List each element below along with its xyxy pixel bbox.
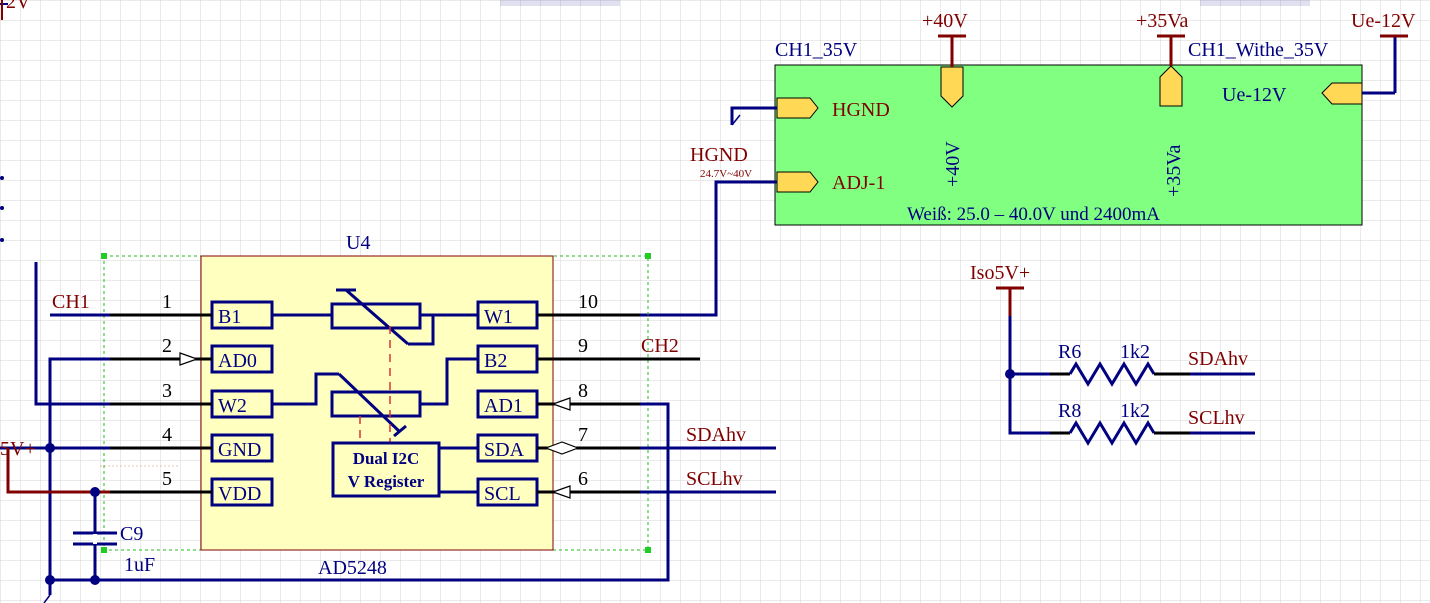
power-port-iso5v[interactable] <box>996 286 1024 316</box>
right-pins <box>476 300 539 507</box>
net-iso5v-label: Iso5V+ <box>970 262 1030 284</box>
chip-designator: U4 <box>346 232 370 254</box>
resistor-r8[interactable] <box>1050 420 1255 446</box>
resistor-r6-value: 1k2 <box>1120 341 1150 363</box>
pin-gnd-label: GND <box>218 439 261 461</box>
pin-number-7: 7 <box>578 424 588 446</box>
power-port-ue-12v[interactable] <box>1362 34 1408 95</box>
junction-dot <box>90 487 100 497</box>
resistor-r8-net: SCLhv <box>1188 407 1245 429</box>
module-vertical-35va: +35Va <box>1163 144 1185 197</box>
port-adj-1-label: ADJ-1 <box>832 172 885 194</box>
capacitor-c9[interactable] <box>73 531 117 546</box>
pin-w2-label: W2 <box>218 395 247 417</box>
pin-b2-label: B2 <box>484 350 507 372</box>
port-hgnd[interactable] <box>776 97 819 119</box>
module-vertical-40v: +40V <box>942 141 964 187</box>
port-35va[interactable] <box>1159 65 1183 107</box>
net-range-label: 24.7V~40V <box>700 168 752 180</box>
chip-part-name: AD5248 <box>318 557 387 579</box>
net-ch1-label: CH1 <box>52 291 90 313</box>
wire-iso5v <box>1008 316 1050 435</box>
pin-ad0-input-arrow <box>179 352 199 366</box>
junction-dot <box>1005 369 1015 379</box>
resistor-r8-value: 1k2 <box>1120 400 1150 422</box>
capacitor-designator: C9 <box>120 523 143 545</box>
faded-title-artifact <box>500 0 1310 6</box>
wire-5v <box>6 448 110 494</box>
pin-scl-input-arrow <box>551 485 571 499</box>
pin-vdd-label: VDD <box>218 483 261 505</box>
power-port-35va-label: +35Va <box>1136 10 1189 32</box>
resistor-r8-designator: R8 <box>1058 400 1081 422</box>
capacitor-value: 1uF <box>124 554 155 576</box>
pin-number-10: 10 <box>578 291 598 313</box>
pin-w1-label: W1 <box>484 306 513 328</box>
pin-scl-label: SCL <box>484 483 521 505</box>
pin-number-3: 3 <box>162 380 172 402</box>
power-module-block[interactable] <box>774 64 1363 226</box>
pin-ad1[interactable] <box>476 389 539 419</box>
resistor-r6-designator: R6 <box>1058 341 1081 363</box>
potentiometer-2 <box>272 357 478 438</box>
net-sclhv-label: SCLhv <box>686 468 743 490</box>
junction-dot <box>45 443 55 453</box>
power-port-40v[interactable] <box>938 34 966 67</box>
pin-ad1-label: AD1 <box>484 395 523 417</box>
pin-number-2: 2 <box>162 335 172 357</box>
module-title-left: CH1_35V <box>775 39 858 61</box>
pin-ad1-input-arrow <box>551 397 571 411</box>
port-40v[interactable] <box>940 66 964 108</box>
pin-number-5: 5 <box>162 468 172 490</box>
fragment-5v-label: 5V+ <box>0 438 36 460</box>
net-ch2-label: CH2 <box>641 335 679 357</box>
wire-w2 <box>34 262 110 406</box>
pin-b2[interactable] <box>476 344 539 374</box>
junction-dot <box>45 575 55 585</box>
junction-dot <box>90 575 100 585</box>
pin-number-1: 1 <box>162 291 172 313</box>
pin-number-4: 4 <box>162 424 172 446</box>
net-hgnd-label: HGND <box>690 144 748 166</box>
port-hgnd-label: HGND <box>832 99 890 121</box>
pin-ad0-label: AD0 <box>218 350 257 372</box>
potentiometer-1 <box>272 288 478 346</box>
power-port-ue-12v-label: Ue-12V <box>1351 10 1416 32</box>
module-description: Weiß: 25.0 – 40.0V und 2400mA <box>907 204 1160 225</box>
pin-b1-label: B1 <box>218 306 241 328</box>
resistor-r6[interactable] <box>1050 361 1255 387</box>
pin-sda-bidir-arrow <box>544 441 580 455</box>
pin-number-6: 6 <box>578 468 588 490</box>
power-port-40v-label: +40V <box>922 10 968 32</box>
wire-ad0-gnd <box>48 357 110 595</box>
pin-scl[interactable] <box>476 477 539 507</box>
i2c-register-label-1: Dual I2C <box>353 449 420 468</box>
port-ue-12v-label: Ue-12V <box>1222 84 1287 106</box>
module-title-right: CH1_Withe_35V <box>1188 39 1329 61</box>
fragment-top-left-label: 2V <box>6 0 31 13</box>
pin-number-9: 9 <box>578 335 588 357</box>
pin-number-8: 8 <box>578 380 588 402</box>
pin-sda-label: SDA <box>484 439 525 461</box>
i2c-register-label-2: V Register <box>348 472 425 491</box>
net-sdahv-label: SDAhv <box>686 424 746 446</box>
resistor-r6-net: SDAhv <box>1188 348 1248 370</box>
i2c-register-block <box>331 441 441 498</box>
power-port-35va[interactable] <box>1157 34 1185 66</box>
port-adj-1[interactable] <box>776 171 819 193</box>
wire-hgnd <box>730 106 777 125</box>
